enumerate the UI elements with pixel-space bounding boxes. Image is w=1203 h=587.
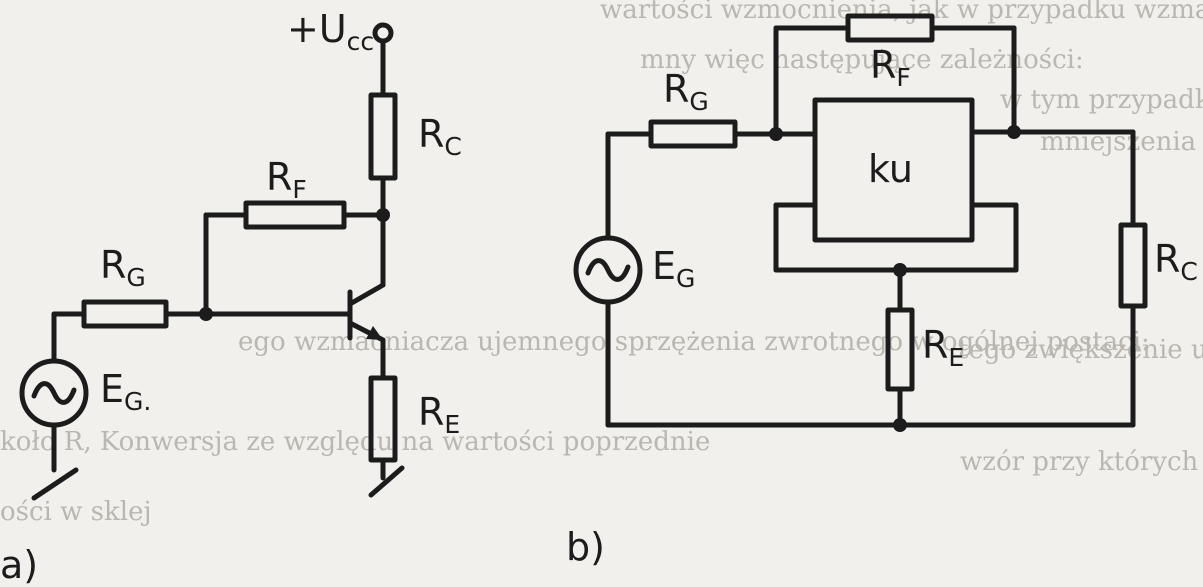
junction-dot — [893, 263, 907, 277]
rf-label: RF — [870, 43, 911, 92]
panel-label-b: b) — [566, 525, 605, 569]
junction-dot — [769, 127, 783, 141]
junction-dot — [376, 208, 390, 222]
ac-source-b — [573, 235, 643, 305]
background-text-line: ego wzmacniacza ujemnego sprzężenia zwro… — [238, 327, 1150, 357]
resistor-rf — [243, 200, 347, 230]
background-text-line: tego zwiększenie ustawienie wzmacniacza … — [958, 335, 1203, 365]
re-label: RE — [922, 323, 964, 372]
background-text-line: wartości wzmocnienia, jak w przypadku wz… — [600, 0, 1203, 25]
transistor — [347, 282, 386, 343]
source-a-label: EG. — [100, 367, 151, 416]
rc-label: RC — [1154, 237, 1198, 286]
rg-label: RG — [663, 67, 709, 116]
circuit-a: +Ucc RC RF RG RE — [0, 7, 462, 587]
panel-label-a: a) — [0, 543, 38, 587]
resistor-re — [368, 375, 398, 463]
rf-label: RF — [266, 155, 307, 204]
source-b-label: EG — [652, 244, 695, 293]
ground-symbol — [31, 467, 79, 501]
ac-source-a — [19, 358, 89, 428]
rc-label: RC — [418, 112, 462, 161]
background-text-line: koło R, Konwersja ze względu na wartości… — [0, 427, 710, 457]
resistor-rf — [845, 13, 935, 43]
junction-dot — [199, 307, 213, 321]
background-text-line: wzór przy których takie R — [960, 447, 1203, 477]
supply-label: +Ucc — [287, 7, 374, 56]
junction-dot — [1007, 125, 1021, 139]
junction-dot — [893, 418, 907, 432]
amplifier-label: ku — [868, 147, 913, 191]
resistor-rg — [81, 299, 169, 329]
resistor-rc — [368, 92, 398, 181]
background-text: wartości wzmocnienia, jak w przypadku wz… — [0, 0, 1203, 527]
resistor-rc — [1118, 222, 1148, 309]
re-label: RE — [418, 390, 460, 439]
emitter-arrow — [366, 326, 383, 340]
circuit-a-wires — [51, 38, 386, 481]
background-text-line: ości w sklej — [0, 497, 152, 527]
amplifier-block — [812, 97, 975, 243]
resistor-re — [885, 307, 915, 392]
rg-label: RG — [100, 243, 146, 292]
circuit-b: ku RF RG RC RE EG b) — [566, 13, 1198, 569]
ground-symbol — [368, 465, 405, 498]
background-text-line: w tym przypadku można kontrolować — [1000, 85, 1203, 115]
resistor-rg — [648, 119, 738, 149]
background-text-line: mny więc następujące zależności: — [640, 45, 1084, 75]
